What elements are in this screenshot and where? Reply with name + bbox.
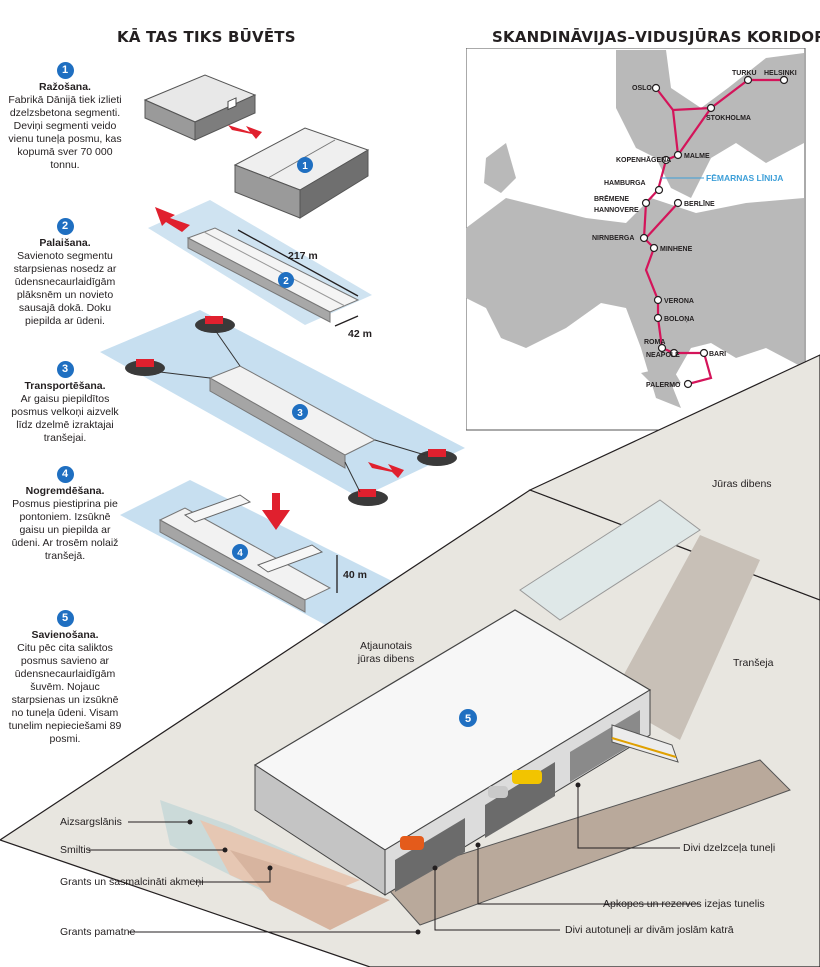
leader-dots xyxy=(187,782,581,935)
width-dimension-line xyxy=(334,315,359,327)
city-label: BERLĪNE xyxy=(684,200,715,208)
tugboat xyxy=(417,449,457,466)
step-title: Nogremdēšana. xyxy=(25,485,105,497)
depth-label: 40 m xyxy=(343,569,367,581)
left-title: KĀ TAS TIKS BŪVĒTS xyxy=(117,28,296,46)
city-label: VERONA xyxy=(664,298,694,305)
tow-arrow xyxy=(368,462,404,478)
launch-arrow xyxy=(155,207,190,232)
seabed-label: Jūras dibens xyxy=(712,478,772,490)
rail-tunnels-label: Divi dzelzceļa tuneļi xyxy=(683,842,776,854)
step-text: Savienoto segmentu starpsienas nosedz ar… xyxy=(13,250,117,327)
city-label: KOPENHĀGENA xyxy=(616,156,671,164)
layer-label: Grants pamatne xyxy=(60,926,136,938)
tunnel-element-towed: 3 xyxy=(208,365,377,469)
gravel-foundation xyxy=(379,759,791,926)
width-label: 42 m xyxy=(348,328,372,340)
british-isles-land xyxy=(484,143,516,193)
fehmarn-label: FĒMARNAS LĪNIJA xyxy=(706,173,783,183)
city-label: MINHENE xyxy=(660,246,693,253)
protective-layer-back xyxy=(519,499,701,621)
right-title: SKANDINĀVIJAS–VIDUSJŪRAS KORIDORS xyxy=(492,28,820,46)
step-title: Ražošana. xyxy=(39,81,91,93)
car-gray xyxy=(488,786,508,798)
step-marker: 4 xyxy=(56,466,74,483)
tugboat xyxy=(195,316,235,333)
city-label: HANNOVERE xyxy=(594,207,639,214)
step-text: Ar gaisu piepildītos posmus velkoņi aizv… xyxy=(11,393,119,444)
layer-label: Grants un sasmalcināti akmeņi xyxy=(60,876,204,888)
restored-seabed-label: Atjaunotais jūras dibens xyxy=(357,640,415,665)
city-label: NEAPOLE xyxy=(646,352,680,359)
tunnel-side xyxy=(254,764,386,896)
length-label: 217 m xyxy=(288,250,318,262)
tugboat xyxy=(348,489,388,506)
step-1: 1 Ražošana. Fabrikā Dānijā tiek izlieti … xyxy=(6,62,124,172)
step-marker: 5 xyxy=(56,610,74,627)
car-orange xyxy=(400,836,424,850)
step-text: Citu pēc cita saliktos posmus savieno ar… xyxy=(8,642,122,745)
step-title: Palaišana. xyxy=(39,237,91,249)
city-label: HELSINKI xyxy=(764,70,797,77)
city-label: ROMA xyxy=(644,339,665,346)
trench-label: Tranšeja xyxy=(733,657,774,669)
route-sweden xyxy=(677,107,712,156)
arrow-down-right xyxy=(228,125,262,139)
continent-land xyxy=(466,198,804,408)
corridor-map: TURKU HELSINKI OSLO STOKHOLMA KOPENHĀGEN… xyxy=(466,48,806,431)
svg-text:5: 5 xyxy=(465,713,471,725)
city-label: HAMBURGA xyxy=(604,180,646,187)
service-tunnel-label: Apkopes un rezerves izejas tunelis xyxy=(603,898,765,910)
svg-text:2: 2 xyxy=(283,276,289,287)
svg-text:4: 4 xyxy=(237,548,243,559)
layer-label: Aizsargslānis xyxy=(60,816,122,828)
step-5-marker xyxy=(459,709,477,727)
step-text: Posmus piestiprina pie pontoniem. Izsūkn… xyxy=(11,498,119,562)
road-tunnels-label: Divi autotuneļi ar divām joslām katrā xyxy=(565,924,734,936)
step-text: Fabrikā Dānijā tiek izlieti dzelzsbetona… xyxy=(8,94,122,171)
tugboat xyxy=(125,359,165,376)
svg-text:1: 1 xyxy=(302,161,308,172)
city-label: BARI xyxy=(709,351,726,358)
step-5: 5 Savienošana. Citu pēc cita saliktos po… xyxy=(6,610,124,746)
route-main xyxy=(642,109,713,386)
leader-lines xyxy=(88,785,700,933)
city-label: BOLOŅA xyxy=(664,316,694,323)
step-marker: 2 xyxy=(56,218,74,235)
city-label: TURKU xyxy=(732,70,757,77)
city-label: PALERMO xyxy=(646,382,681,389)
car-yellow xyxy=(512,770,542,784)
segment-small xyxy=(143,74,257,141)
city-label: MALME xyxy=(684,153,710,160)
segment-large: 1 xyxy=(233,127,370,219)
step-marker: 1 xyxy=(56,62,74,79)
city-label: NIRNBERGA xyxy=(592,235,634,242)
train-stripe xyxy=(611,737,677,758)
step-4: 4 Nogremdēšana. Posmus piestiprina pie p… xyxy=(6,466,124,563)
svg-text:3: 3 xyxy=(297,408,303,419)
length-dimension-line xyxy=(237,229,359,297)
layer-label: Smiltis xyxy=(60,844,91,856)
tunnel-element-sinking: 4 xyxy=(158,494,332,613)
sink-arrow xyxy=(262,493,290,530)
step-3: 3 Transportēšana. Ar gaisu piepildītos p… xyxy=(6,361,124,445)
step-title: Transportēšana. xyxy=(24,380,106,392)
route-berlin xyxy=(645,202,679,239)
city-markers xyxy=(639,75,789,389)
city-label: STOKHOLMA xyxy=(706,115,751,122)
step-title: Savienošana. xyxy=(31,629,99,641)
step-marker: 3 xyxy=(56,361,74,378)
city-label: OSLO xyxy=(632,85,652,92)
segment-chain: 2 xyxy=(186,227,360,323)
road-tube-1 xyxy=(395,818,465,892)
city-label: BRĒMENE xyxy=(594,195,629,203)
sicily-land xyxy=(641,366,681,393)
step-2: 2 Palaišana. Savienoto segmentu starpsie… xyxy=(6,218,124,328)
